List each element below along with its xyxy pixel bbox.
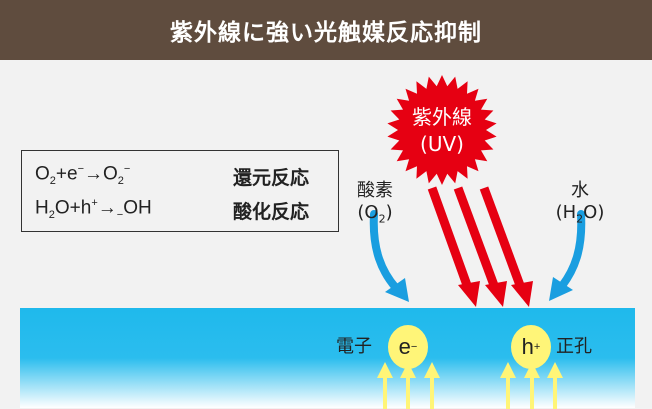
reaction-equations-box: O2+e−→O2− 還元反応 H2O+h+→−OH 酸化反応 <box>21 150 339 232</box>
oxygen-formula: (O2) <box>345 202 405 231</box>
formula-sub: 2 <box>378 212 386 226</box>
energy-arrow-icon <box>424 362 440 409</box>
water-formula: (H2O) <box>540 202 620 231</box>
electron-sup: − <box>410 341 418 353</box>
energy-arrow-icon <box>400 362 416 409</box>
eq-sup: − <box>123 163 131 175</box>
uv-label-line2: (UV) <box>420 132 464 156</box>
uv-label: 紫外線 (UV) <box>398 104 486 158</box>
hole-label: 正孔 <box>556 336 592 357</box>
water-label-line1: 水 <box>571 180 589 201</box>
uv-arrows <box>427 186 533 307</box>
hole-symbol: h <box>521 334 534 359</box>
eq-part: H <box>35 197 49 219</box>
eq-sub: − <box>116 209 124 222</box>
oxygen-arrow-icon <box>369 210 409 302</box>
uv-arrow-icon <box>453 186 507 307</box>
uv-starburst-icon <box>387 75 497 185</box>
eq-part: +e <box>55 163 78 185</box>
uv-arrow-icon <box>479 186 533 307</box>
energy-arrow-icon <box>524 362 540 409</box>
eq-part: O+h <box>54 197 92 219</box>
formula-part: (O <box>357 202 379 223</box>
electron-symbol: e <box>398 334 411 359</box>
water-label: 水(H2O) <box>540 180 620 231</box>
formula-part: O) <box>583 202 605 223</box>
eq-sub: 2 <box>48 209 55 222</box>
uv-arrow-icon <box>427 186 480 307</box>
formula-sub: 2 <box>576 212 584 226</box>
electron-label: 電子 <box>336 336 372 357</box>
eq-part: → <box>97 197 117 219</box>
formula-part: (H <box>555 202 577 223</box>
eq-part: OH <box>123 197 152 219</box>
energy-arrow-icon <box>547 362 563 409</box>
oxidation-label: 酸化反応 <box>233 201 310 223</box>
reduction-label: 還元反応 <box>233 167 310 189</box>
electron-circle: e− <box>388 325 428 369</box>
eq-part: →O <box>84 163 118 185</box>
eq-sup: + <box>91 197 98 209</box>
hole-sup: + <box>533 341 541 353</box>
eq-sup: − <box>77 163 85 175</box>
page-title: 紫外線に強い光触媒反応抑制 <box>0 0 652 60</box>
energy-arrow-icon <box>377 362 393 409</box>
energy-arrow-icon <box>500 362 516 409</box>
eq-part: O <box>35 163 50 185</box>
oxygen-label-line1: 酸素 <box>357 180 393 201</box>
hole-circle: h+ <box>511 325 551 369</box>
oxidation-equation: H2O+h+→−OH <box>35 197 152 221</box>
eq-sub: 2 <box>117 175 124 188</box>
water-arrow-icon <box>549 210 586 301</box>
uv-label-line1: 紫外線 <box>412 105 472 129</box>
eq-sub: 2 <box>49 175 56 188</box>
oxygen-label: 酸素(O2) <box>345 180 405 231</box>
reduction-equation: O2+e−→O2− <box>35 163 130 187</box>
formula-part: ) <box>385 202 393 223</box>
